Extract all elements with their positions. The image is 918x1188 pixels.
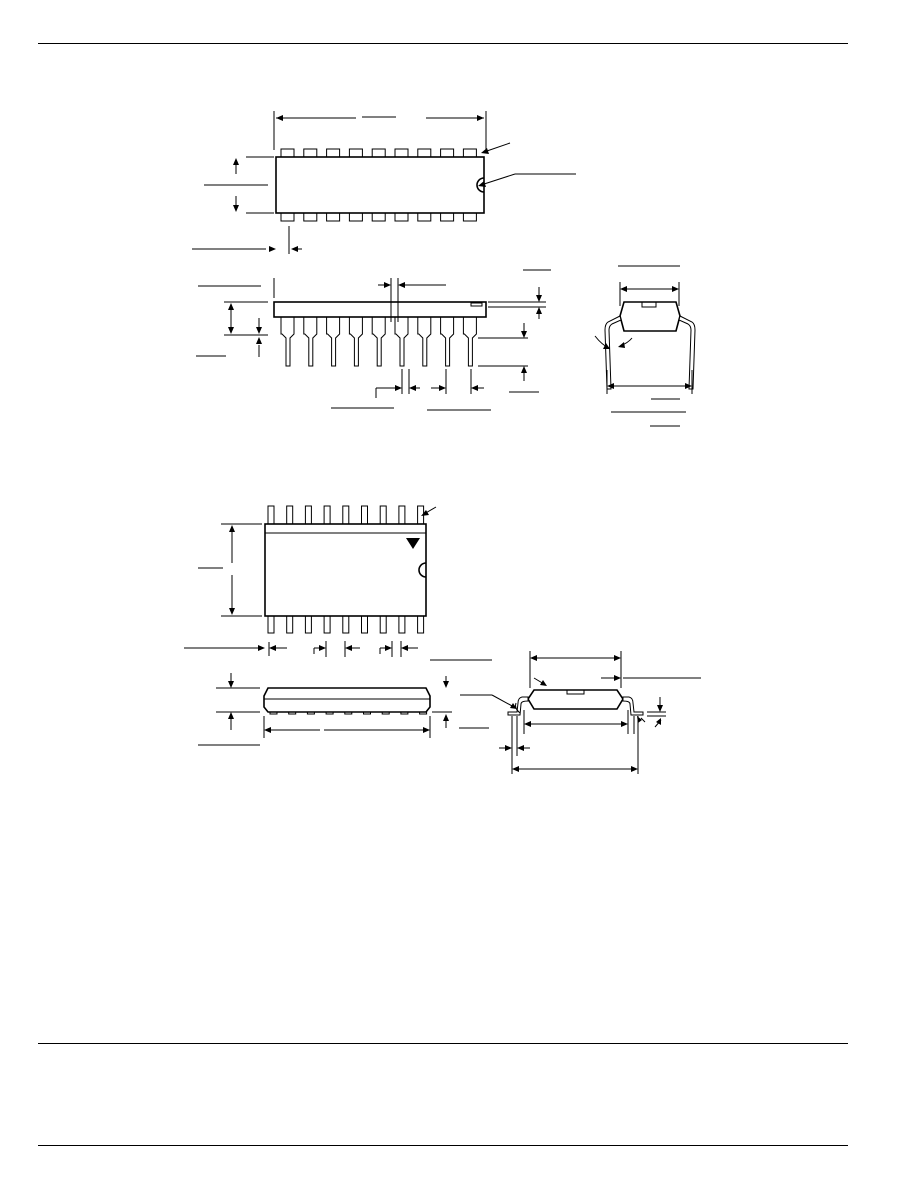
dip-top-leads-lower: [280, 212, 477, 222]
dip-end-view: [594, 265, 696, 427]
dip-lead: [462, 316, 477, 367]
soic-top-body: [264, 523, 427, 617]
pin1-triangle-icon: [406, 538, 420, 549]
dip-side-view: [196, 269, 551, 411]
soic-end-view: [460, 651, 701, 774]
dip-lead: [326, 212, 341, 222]
dip-top-leads-upper: [280, 148, 477, 158]
dip-side-leads: [280, 316, 477, 367]
dip-lead: [348, 316, 363, 367]
dip-lead: [326, 316, 341, 367]
soic-end-body: [527, 689, 624, 710]
soic-lead: [267, 615, 275, 634]
dip-lead: [440, 148, 455, 158]
dip-lead: [417, 212, 432, 222]
footer-rule-upper: [38, 1043, 848, 1044]
soic-side-body: [263, 687, 431, 713]
dip-lead: [394, 212, 409, 222]
soic-top-leads-lower: [267, 615, 425, 634]
soic-lead: [323, 505, 331, 525]
dip-lead: [348, 212, 363, 222]
soic-lead: [286, 615, 294, 634]
dip-lead: [303, 316, 318, 367]
dip-lead: [303, 212, 318, 222]
dip-lead: [462, 212, 477, 222]
dip-lead: [280, 316, 295, 367]
dip-lead: [280, 212, 295, 222]
soic-lead: [342, 505, 350, 525]
dip-lead: [394, 316, 409, 367]
soic-lead: [323, 615, 331, 634]
dip-lead: [440, 316, 455, 367]
soic-top-leads-upper: [267, 505, 425, 525]
footer-rule-lower: [38, 1145, 848, 1146]
dip-top-view: [192, 111, 576, 254]
dip-end-body: [619, 301, 681, 332]
soic-lead: [398, 615, 406, 634]
soic-lead: [398, 505, 406, 525]
dip-lead: [303, 148, 318, 158]
dip-lead: [280, 148, 295, 158]
soic-lead: [342, 615, 350, 634]
dip-lead: [348, 148, 363, 158]
soic-lead: [304, 615, 312, 634]
soic-top-view: [184, 505, 437, 657]
soic-lead: [379, 615, 387, 634]
dip-top-body: [275, 156, 485, 214]
dip-side-body: [273, 301, 487, 318]
header-rule: [38, 43, 848, 44]
dip-lead: [326, 148, 341, 158]
dip-lead: [440, 212, 455, 222]
soic-lead: [286, 505, 294, 525]
soic-lead: [267, 505, 275, 525]
soic-lead: [361, 615, 368, 634]
dip-lead: [371, 316, 386, 367]
dip-lead: [371, 148, 386, 158]
dip-lead: [394, 148, 409, 158]
soic-lead: [379, 505, 387, 525]
dip-lead: [462, 148, 477, 158]
soic-lead: [304, 505, 312, 525]
soic-lead: [417, 615, 425, 634]
dip-lead: [417, 148, 432, 158]
soic-side-view: [198, 659, 492, 746]
dip-lead: [371, 212, 386, 222]
pin1-notch-icon: [476, 177, 485, 193]
dip-lead: [417, 316, 432, 367]
soic-lead: [361, 505, 368, 525]
